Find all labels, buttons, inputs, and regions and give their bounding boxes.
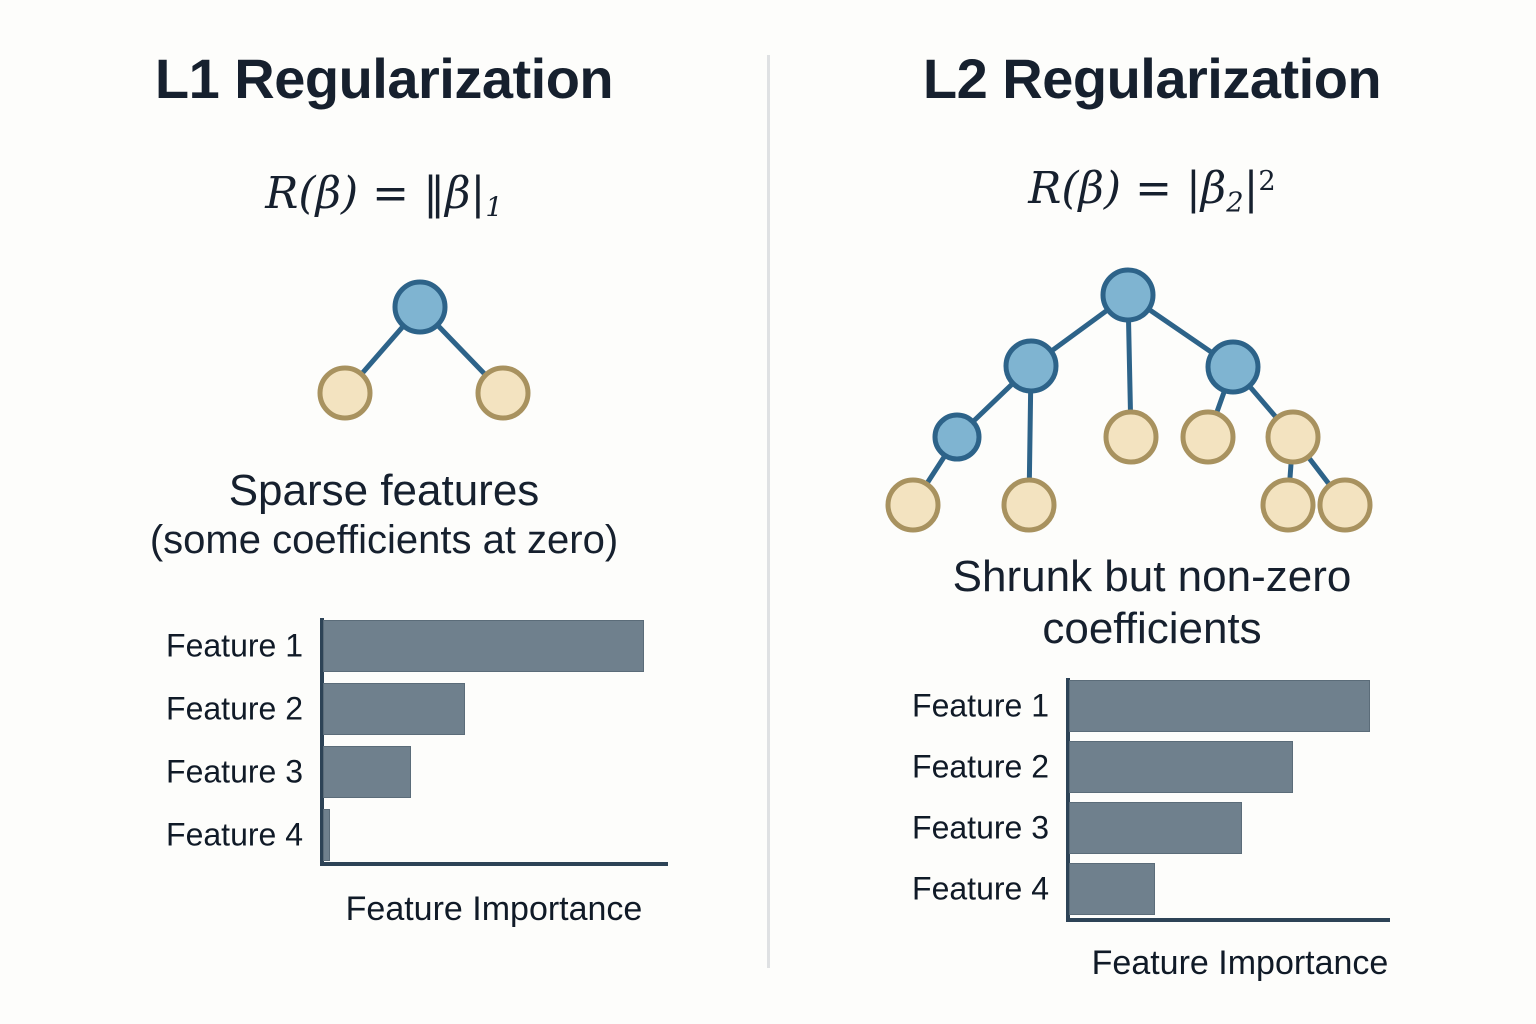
- caption-left-line1: Sparse features: [228, 466, 540, 515]
- bar-category-label: Feature 3: [912, 809, 1049, 846]
- bar-category-label: Feature 4: [166, 816, 303, 853]
- tree-leaf-node: [1180, 409, 1236, 465]
- tree-internal-node: [1003, 338, 1059, 394]
- tree-internal-node: [1205, 339, 1261, 395]
- formula-l2-norm-open: |: [1185, 163, 1201, 214]
- formula-l1-lhs: R(β) =: [265, 168, 410, 219]
- chart-left-y-axis: [320, 618, 324, 866]
- page-title-left: L1 Regularization: [154, 47, 614, 110]
- tree-leaf-node: [1265, 409, 1321, 465]
- tree-internal-node: [392, 279, 448, 335]
- tree-left-nodes: [317, 279, 531, 421]
- caption-left-line2: (some coefficients at zero): [149, 518, 619, 562]
- page-title-right: L2 Regularization: [922, 47, 1382, 110]
- formula-l1-norm-close: |: [470, 168, 486, 219]
- tree-leaf-node: [1103, 409, 1159, 465]
- formula-l2-lhs: R(β) =: [1028, 163, 1172, 214]
- formula-l2: R(β) = |β2|2: [768, 163, 1536, 219]
- chart-left-xaxis-title: Feature Importance: [345, 890, 643, 928]
- bar-category-label: Feature 2: [166, 690, 303, 727]
- panel-divider: [767, 55, 770, 968]
- tree-leaf-node: [317, 365, 373, 421]
- bar: [1069, 741, 1293, 793]
- tree-leaf-node: [1260, 477, 1316, 533]
- formula-l1-subscript: 1: [485, 192, 503, 224]
- tree-leaf-node: [885, 477, 941, 533]
- tree-leaf-node: [1317, 477, 1373, 533]
- feature-importance-chart-left: Feature 1 Feature 2 Feature 3 Feature 4 Fea…: [166, 618, 668, 928]
- formula-l2-superscript: 2: [1258, 165, 1276, 197]
- caption-right-line1: Shrunk but non-zero: [952, 552, 1352, 601]
- formula-l2-norm-close: |: [1243, 163, 1259, 214]
- bar: [323, 683, 465, 735]
- tree-leaf-node: [1001, 477, 1057, 533]
- bar: [1069, 680, 1370, 732]
- tree-right-nodes: [885, 267, 1373, 533]
- formula-l1-beta: β: [445, 168, 471, 219]
- formula-l2-beta: β: [1200, 163, 1227, 214]
- bar-category-label: Feature 1: [166, 627, 303, 664]
- panel-l1-regularization: L1 Regularization R(β) = ‖β|1: [0, 47, 768, 224]
- formula-l1-norm-open: ‖: [423, 168, 446, 219]
- bar-category-label: Feature 1: [912, 687, 1049, 724]
- chart-left-x-axis: [320, 862, 668, 866]
- formula-l1: R(β) = ‖β|1: [0, 168, 768, 224]
- bar: [323, 809, 330, 861]
- bar: [1069, 802, 1242, 854]
- tree-leaf-node: [475, 365, 531, 421]
- panel-l2-regularization: L2 Regularization R(β) = |β2|2: [768, 0, 1536, 1024]
- chart-right-y-axis: [1066, 678, 1070, 922]
- bar-category-label: Feature 2: [912, 748, 1049, 785]
- formula-l2-subscript: 2: [1226, 187, 1244, 219]
- chart-right-x-axis: [1066, 918, 1390, 922]
- chart-right-xaxis-title: Feature Importance: [1091, 944, 1389, 982]
- bar-category-label: Feature 3: [166, 753, 303, 790]
- bar: [1069, 863, 1156, 915]
- tree-internal-node: [932, 412, 982, 462]
- bar: [323, 746, 411, 798]
- caption-right-line2: coefficients: [1042, 604, 1262, 653]
- bar: [323, 620, 645, 672]
- tree-internal-node: [1100, 267, 1156, 323]
- bar-category-label: Feature 4: [912, 870, 1049, 907]
